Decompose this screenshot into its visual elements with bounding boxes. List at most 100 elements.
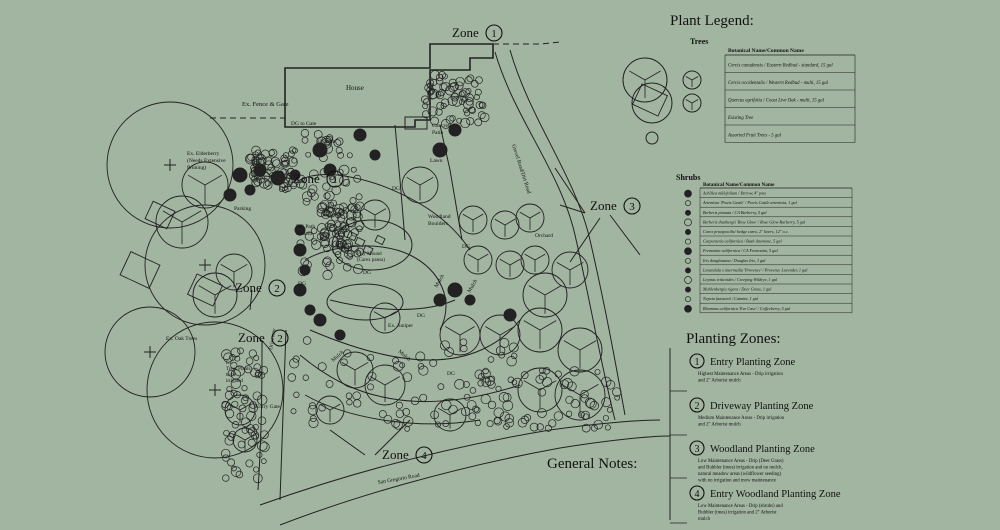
tree-branch [539, 380, 557, 391]
existing-trees-label: Trees Plants [226, 367, 250, 372]
road-label: Grevel Road/Dirt Road [510, 144, 532, 195]
planted-tree [359, 199, 391, 231]
shrub-legend-entry: Artemisia 'Powis Castle' / Powis Castle … [702, 200, 798, 206]
boulder [340, 245, 350, 255]
groundcover-shrub [307, 404, 318, 416]
groundcover-shrub [260, 430, 269, 440]
groundcover-shrub [230, 347, 241, 358]
tree-branch [499, 326, 515, 336]
groundcover-shrub [353, 249, 362, 258]
elderberry-label: (Needs Extensive [187, 157, 226, 164]
groundcover-shrub [268, 149, 275, 156]
tree-branch [204, 174, 223, 186]
groundcover-shrub [450, 92, 460, 102]
groundcover-shrub [441, 73, 448, 80]
planted-tree [557, 327, 603, 373]
groundcover-shrub [222, 454, 230, 462]
shrub-legend-entry: Nepeta faassenii / Catmint, 1 gal [702, 296, 759, 302]
groundcover-shrub [319, 228, 330, 240]
zone-number-circle [689, 353, 705, 369]
groundcover-shrub [466, 74, 475, 83]
planted-tree [224, 394, 256, 426]
groundcover-shrub [257, 440, 268, 451]
tree-canopy [479, 314, 521, 356]
tree-branch [244, 434, 255, 441]
planted-tree [554, 369, 606, 421]
tree-branch [235, 434, 246, 441]
groundcover-shrub [460, 88, 470, 98]
groundcover-shrub [462, 380, 470, 388]
groundcover-shrub [474, 419, 481, 427]
groundcover-shrub [332, 240, 340, 248]
groundcover-shrub [245, 424, 256, 434]
shrub [464, 294, 476, 306]
zone-name: Entry Planting Zone [710, 357, 795, 368]
groundcover-shrub [245, 459, 254, 468]
groundcover-shrub [231, 400, 239, 408]
groundcover-shrub [287, 157, 298, 168]
shrub [448, 123, 462, 137]
tree-branch [228, 403, 241, 411]
tree-canopy [155, 195, 209, 249]
groundcover-shrub [544, 424, 553, 432]
groundcover-shrub [487, 356, 495, 363]
groundcover-shrub [335, 212, 342, 219]
play-mound-label: (Carex pansa) [357, 258, 385, 263]
tree-branch [499, 258, 511, 266]
groundcover-shrub [227, 458, 236, 467]
groundcover-shrub [565, 410, 573, 417]
shrub-symbol [684, 276, 692, 284]
dg-label: DG [417, 313, 425, 319]
tree-canopy [315, 395, 345, 425]
shrub-legend-entry: Rhamnus californica 'Eve Case' / Coffeeb… [702, 306, 791, 312]
tree-branch [467, 253, 479, 261]
groundcover-shrub [221, 448, 231, 459]
shrub-symbol [684, 304, 692, 313]
groundcover-shrub [299, 181, 308, 190]
groundcover-shrub [323, 232, 330, 239]
groundcover-shrub [502, 392, 512, 402]
play-mound [331, 219, 413, 271]
groundcover-shrub [353, 399, 362, 408]
zone-description: mulch [698, 517, 711, 522]
groundcover-shrub [520, 415, 530, 424]
shrub [323, 163, 337, 177]
dg-label: DG [363, 270, 371, 276]
groundcover-shrub [383, 414, 393, 424]
groundcover-shrub [517, 418, 528, 428]
tree-legend-entry: Cercis occidentalis / Western Redbud - m… [728, 81, 829, 86]
groundcover-shrub [535, 374, 545, 384]
tree-branch [556, 262, 571, 271]
groundcover-shrub [536, 423, 544, 431]
tree-canopy [369, 302, 401, 334]
planted-tree [463, 245, 493, 275]
shrub-legend-entry: Carex praegracilis/ hedge carex, 2" line… [703, 229, 789, 235]
groundcover-shrub [459, 89, 467, 98]
shrub [312, 142, 328, 158]
groundcover-shrub [230, 378, 242, 389]
groundcover-shrub [424, 83, 433, 92]
tree-canopy [224, 394, 256, 426]
groundcover-shrub [463, 107, 469, 114]
groundcover-shrub [317, 362, 327, 372]
tree-branch [384, 311, 397, 319]
tree-canopy [495, 250, 525, 280]
planted-tree [181, 161, 229, 209]
tree-branch [561, 384, 581, 396]
groundcover-shrub [466, 400, 477, 410]
existing-tree-canopy [106, 101, 234, 229]
groundcover-shrub [447, 95, 458, 106]
groundcover-shrub [257, 394, 268, 406]
shrub [294, 224, 306, 236]
zone-description: natural meadow areas (wildflower seeding… [698, 472, 782, 477]
groundcover-shrub [301, 136, 309, 144]
shrub-symbol [685, 209, 691, 216]
groundcover-shrub [253, 177, 262, 187]
groundcover-shrub [259, 441, 270, 453]
tree-canopy [490, 210, 520, 240]
boulder [186, 273, 224, 307]
shrub [313, 313, 327, 327]
groundcover-shrub [322, 182, 331, 191]
woodland-boulders-label: Boulders [428, 221, 448, 227]
